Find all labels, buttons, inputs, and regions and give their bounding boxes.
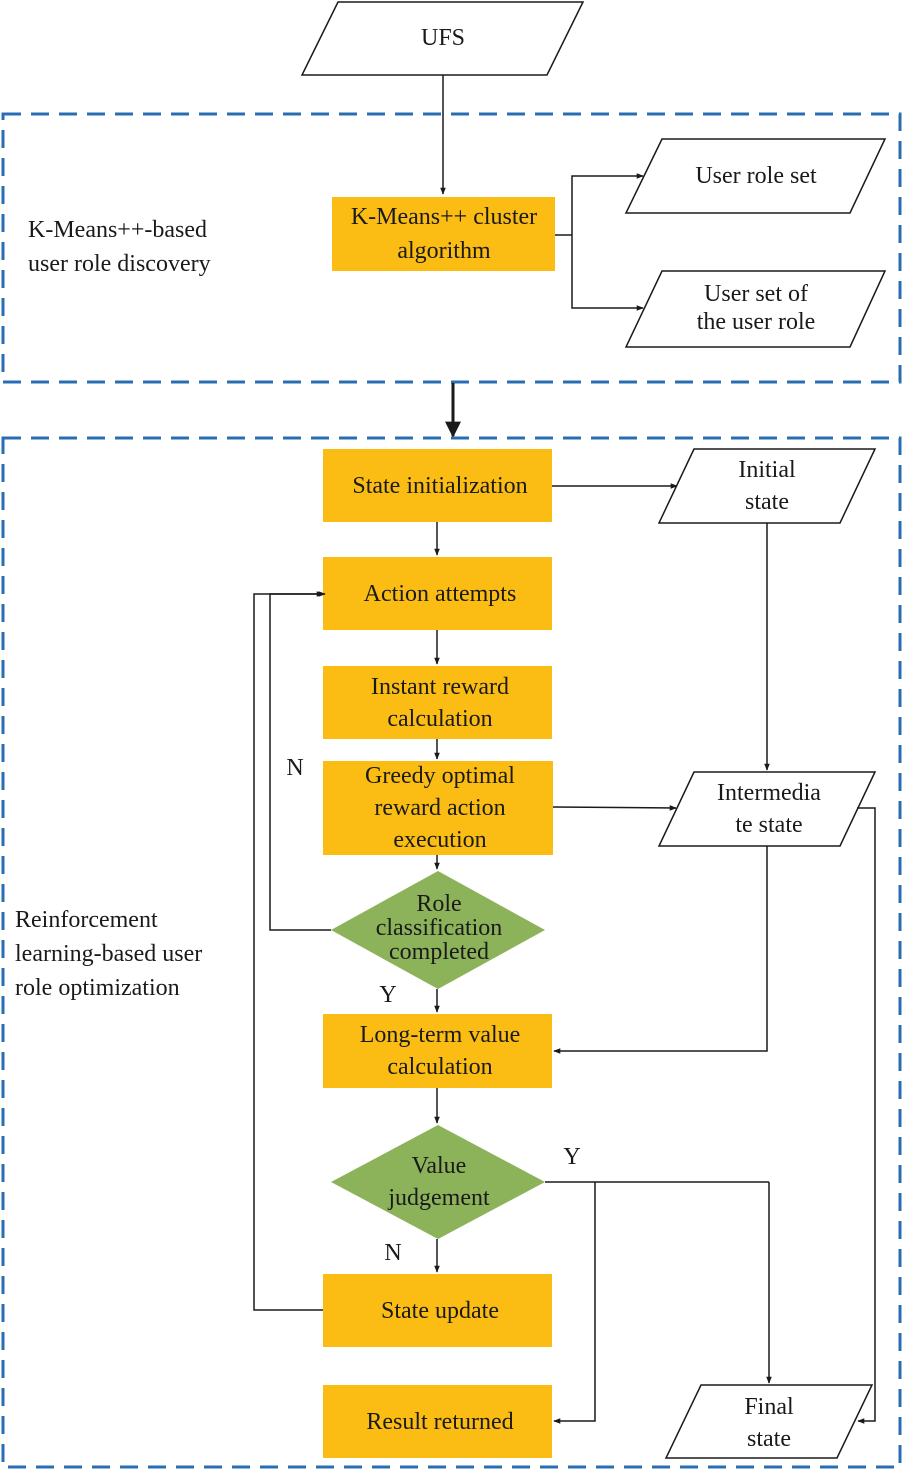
ufs-input: UFS [300,1,585,76]
svg-text:user role discovery: user role discovery [28,251,211,277]
svg-text:State update: State update [381,1298,499,1324]
svg-text:Intermedia: Intermedia [717,780,821,806]
greedy-action-box: Greedy optimal reward action execution [323,761,553,855]
svg-text:Long-term value: Long-term value [360,1022,521,1048]
stage2-label: Reinforcement learning-based user role o… [15,907,202,1001]
long-term-value-box: Long-term value calculation [323,1014,552,1088]
intermediate-state: Intermedia te state [657,771,877,847]
svg-text:completed: completed [389,939,489,965]
cluster-algorithm-box: K-Means++ cluster algorithm [332,197,555,271]
branch-label-y-2: Y [563,1144,580,1170]
svg-text:Greedy optimal: Greedy optimal [365,763,515,789]
svg-text:role optimization: role optimization [15,975,180,1001]
svg-text:Reinforcement: Reinforcement [15,907,158,933]
svg-text:te state: te state [735,812,802,838]
svg-text:execution: execution [393,827,486,853]
role-classification-decision: Role classification completed [331,871,545,989]
svg-text:K-Means++-based: K-Means++-based [28,217,207,243]
svg-text:Final: Final [744,1394,794,1420]
svg-text:UFS: UFS [421,25,465,51]
initial-state: Initial state [657,448,877,524]
svg-text:Action attempts: Action attempts [364,581,517,607]
arrow-yes-to-result [553,1182,596,1424]
svg-text:the user role: the user role [697,309,816,335]
state-initialization-box: State initialization [323,449,552,522]
arrow-update-loop-to-action [253,591,326,1311]
stage2-boundary [1,436,902,1469]
svg-text:Initial: Initial [738,457,796,483]
user-set-of-role: User set of the user role [624,270,887,348]
stage1-label: K-Means++-based user role discovery [28,217,211,277]
branch-label-n-2: N [384,1240,401,1266]
svg-text:Value: Value [412,1153,467,1179]
branch-label-n-1: N [286,755,303,781]
svg-text:classification: classification [376,915,503,941]
final-state: Final state [664,1384,874,1459]
svg-text:User role set: User role set [695,163,817,189]
arrow-intermediate-to-long-term [553,846,768,1054]
svg-text:Instant reward: Instant reward [371,674,509,700]
arrow-intermediate-to-final [857,807,876,1424]
instant-reward-box: Instant reward calculation [323,666,552,739]
svg-text:judgement: judgement [387,1185,490,1211]
value-judgement-decision: Value judgement [331,1125,545,1239]
branch-label-y-1: Y [379,982,396,1008]
result-returned-box: Result returned [323,1385,552,1458]
arrow-to-user-set [571,235,644,311]
svg-text:State initialization: State initialization [352,473,527,499]
svg-text:state: state [745,489,789,515]
svg-text:Result returned: Result returned [366,1409,513,1435]
action-attempts-box: Action attempts [323,557,552,630]
svg-text:state: state [747,1426,791,1452]
svg-text:calculation: calculation [387,1054,492,1080]
svg-text:reward action: reward action [374,795,505,821]
svg-text:Role: Role [416,891,461,917]
state-update-box: State update [323,1274,552,1347]
stage1-boundary [1,112,902,384]
svg-text:learning-based user: learning-based user [15,941,202,967]
svg-text:User set of: User set of [704,281,808,307]
svg-text:K-Means++ cluster: K-Means++ cluster [351,204,537,230]
user-role-set: User role set [624,138,887,214]
arrow-to-user-role-set [571,173,644,235]
svg-text:algorithm: algorithm [397,238,491,264]
svg-text:calculation: calculation [387,706,492,732]
arrow-greedy-to-intermediate [552,805,677,811]
